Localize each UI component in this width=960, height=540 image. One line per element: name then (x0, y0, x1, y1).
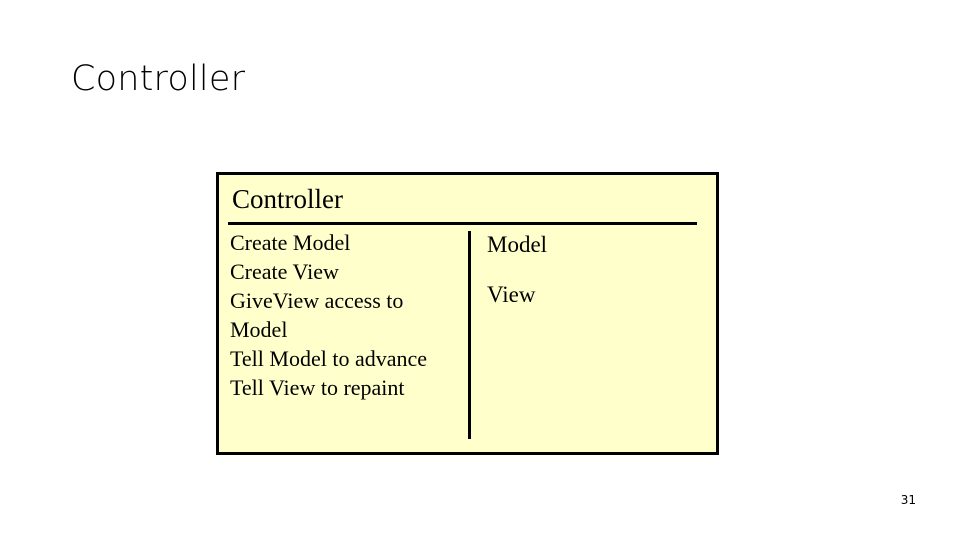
crc-column-divider (468, 231, 471, 439)
collaborators-column: Model View (487, 228, 702, 330)
list-item: Model (487, 232, 548, 257)
crc-card-body: Create Model Create View GiveView access… (219, 228, 716, 452)
list-item: Create View (230, 259, 339, 284)
crc-card-header-rule (228, 222, 697, 225)
list-item: Model (230, 317, 288, 342)
list-item: Create Model (230, 230, 351, 255)
page-number: 31 (900, 493, 916, 507)
responsibilities-column: Create Model Create View GiveView access… (230, 228, 465, 402)
list-item: Tell Model to advance (230, 346, 428, 371)
list-item: GiveView access to (230, 288, 404, 313)
list-item: View (487, 282, 536, 307)
page-title: Controller (71, 59, 246, 99)
crc-card: Controller Create Model Create View Give… (216, 172, 719, 455)
list-item: Tell View to repaint (230, 375, 405, 400)
crc-card-header: Controller (232, 184, 343, 214)
